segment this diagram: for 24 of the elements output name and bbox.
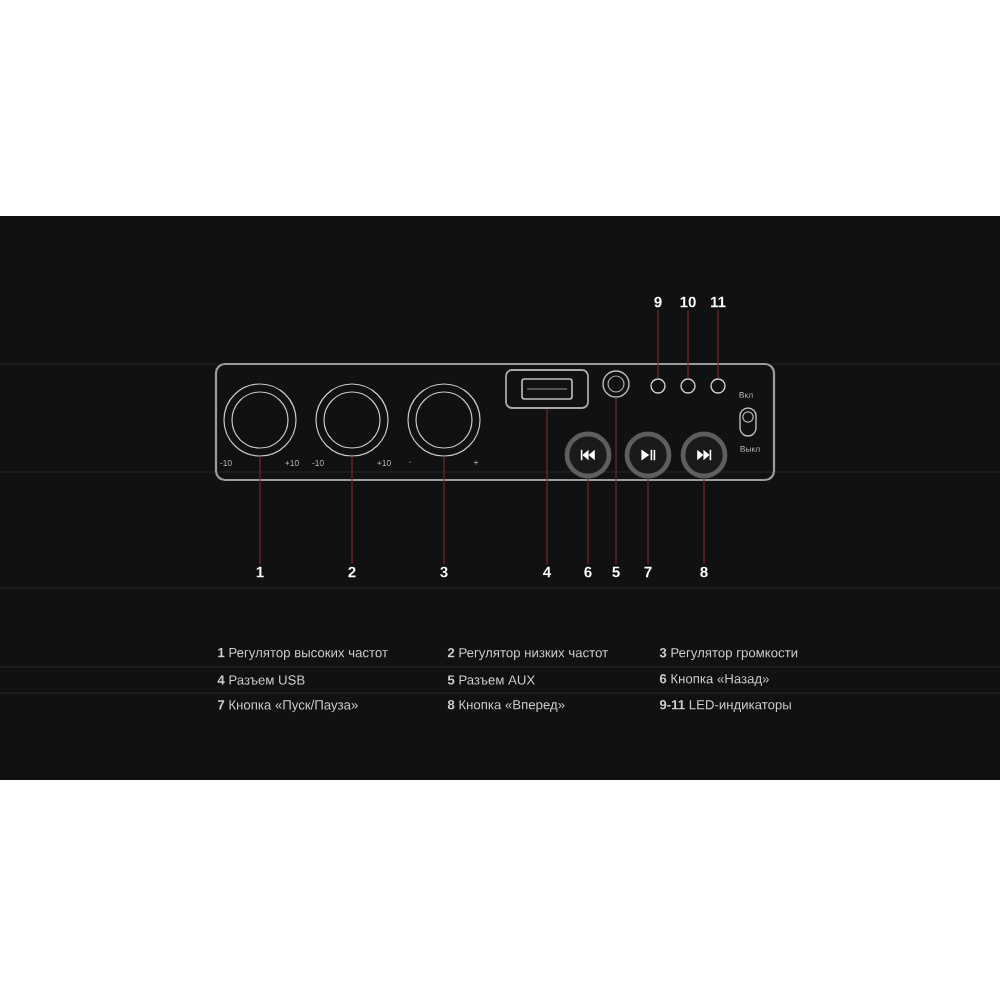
leader-line (546, 408, 548, 565)
toggle-switch (739, 407, 757, 437)
leader-line (717, 309, 719, 379)
leader-line (687, 309, 689, 379)
knob (315, 383, 389, 457)
usb-port (505, 369, 589, 409)
leader-line (259, 456, 261, 565)
device-panel (214, 362, 776, 482)
knob (223, 383, 297, 457)
leader-line (703, 477, 705, 565)
knob (407, 383, 481, 457)
leader-line (647, 477, 649, 565)
leader-line (587, 477, 589, 565)
led (680, 378, 696, 394)
round-button (680, 431, 728, 479)
led (710, 378, 726, 394)
round-button (624, 431, 672, 479)
led (650, 378, 666, 394)
leader-line (351, 456, 353, 565)
leader-line (657, 309, 659, 379)
round-button (564, 431, 612, 479)
leader-line (443, 456, 445, 565)
audio-jack (602, 370, 630, 398)
leader-line (615, 397, 617, 565)
